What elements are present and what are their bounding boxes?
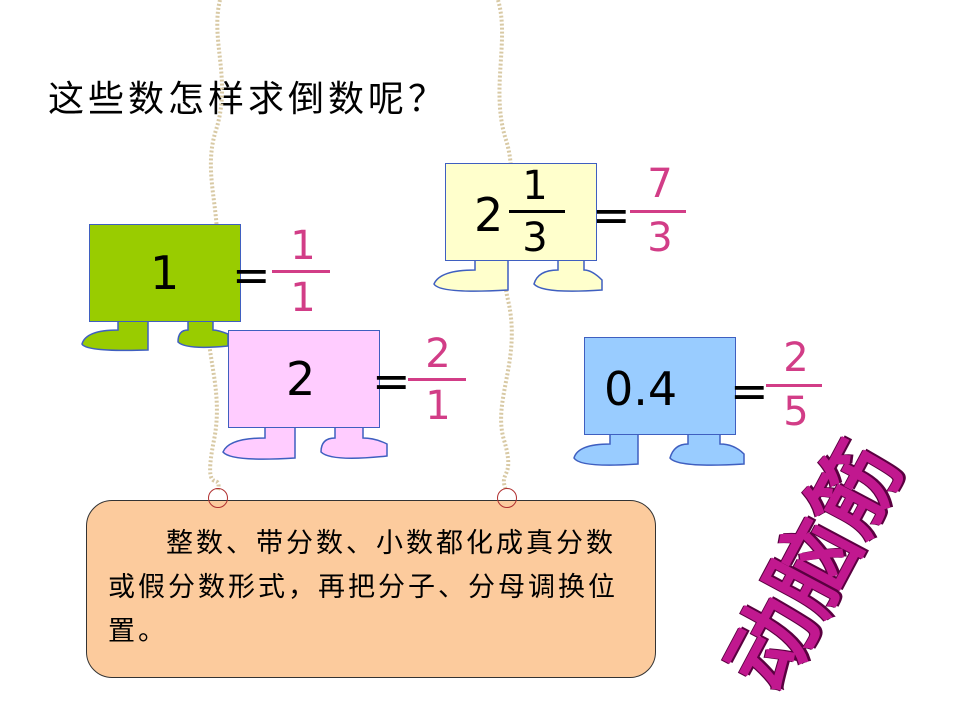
- hint-box: [86, 500, 656, 678]
- card-mixed-numerator: 1: [522, 163, 548, 209]
- answer-one-bar: [272, 270, 330, 273]
- answer-decimal-bar: [766, 384, 822, 387]
- card-decimal: [584, 337, 736, 435]
- hint-ring-right: [497, 488, 517, 508]
- card-mixed-whole: 2: [474, 188, 504, 242]
- answer-mixed-numerator: 7: [647, 161, 673, 207]
- answer-one-numerator: 1: [290, 223, 316, 269]
- card-one: [89, 224, 241, 322]
- equals-decimal: =: [730, 364, 769, 418]
- card-mixed-denominator: 3: [522, 215, 548, 261]
- equals-two: =: [372, 354, 411, 408]
- feet-decimal: [573, 433, 745, 466]
- answer-decimal-denominator: 5: [783, 389, 809, 435]
- answer-mixed-denominator: 3: [647, 215, 673, 261]
- hint-text: 整数、带分数、小数都化成真分数或假分数形式，再把分子、分母调换位置。: [108, 528, 618, 647]
- card-two: [228, 330, 380, 428]
- equals-one: =: [232, 248, 271, 302]
- card-mixed-bar: [509, 210, 565, 213]
- answer-one-denominator: 1: [290, 275, 316, 321]
- feet-one: [81, 319, 229, 352]
- answer-decimal-numerator: 2: [783, 335, 809, 381]
- answer-two-bar: [408, 378, 466, 381]
- feet-two: [222, 425, 388, 460]
- card-two-value: 2: [286, 352, 316, 406]
- page-title: 这些数怎样求倒数呢？: [48, 79, 449, 120]
- answer-two-denominator: 1: [425, 383, 451, 429]
- feet-mixed: [433, 259, 603, 292]
- answer-two-numerator: 2: [425, 331, 451, 377]
- hint-ring-left: [208, 488, 228, 508]
- answer-mixed-bar: [630, 210, 686, 213]
- equals-mixed: =: [592, 188, 631, 242]
- card-decimal-value: 0.4: [604, 362, 678, 416]
- card-one-value: 1: [150, 246, 180, 300]
